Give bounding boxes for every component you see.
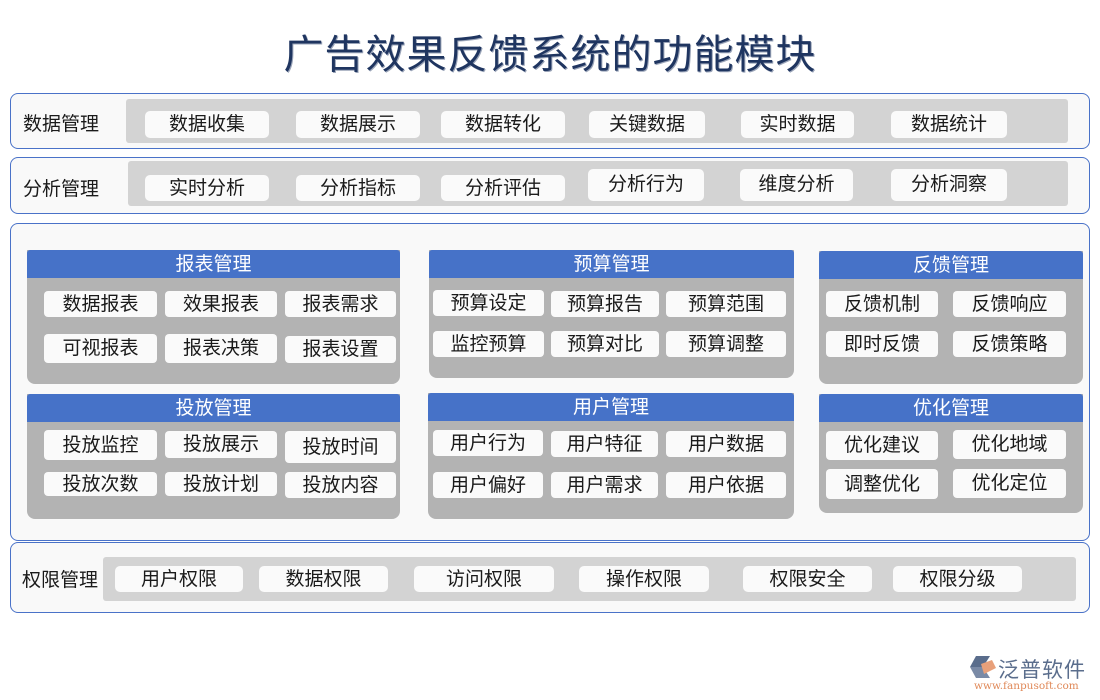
chip-budget-compare[interactable]: 预算对比 bbox=[551, 331, 659, 357]
chip-delivery-plan[interactable]: 投放计划 bbox=[165, 472, 277, 496]
chip-instant-feedback[interactable]: 即时反馈 bbox=[826, 331, 938, 357]
chip-delivery-time[interactable]: 投放时间 bbox=[285, 431, 396, 463]
chip-optimization-region[interactable]: 优化地域 bbox=[953, 430, 1066, 459]
chip-delivery-display[interactable]: 投放展示 bbox=[165, 431, 277, 458]
chip-operation-permission[interactable]: 操作权限 bbox=[579, 566, 709, 592]
logo-url: www.fanpusoft.com bbox=[974, 680, 1079, 692]
chip-access-permission[interactable]: 访问权限 bbox=[414, 566, 554, 592]
chip-delivery-count[interactable]: 投放次数 bbox=[44, 472, 157, 496]
logo-name: 泛普软件 bbox=[998, 658, 1086, 682]
chip-adjust-optimization[interactable]: 调整优化 bbox=[826, 469, 938, 499]
chip-analysis-metrics[interactable]: 分析指标 bbox=[296, 175, 420, 201]
chip-optimization-positioning[interactable]: 优化定位 bbox=[953, 469, 1066, 498]
chip-user-behavior[interactable]: 用户行为 bbox=[433, 430, 543, 456]
chip-budget-setting[interactable]: 预算设定 bbox=[433, 290, 544, 316]
module-user: 用户管理 用户行为 用户特征 用户数据 用户偏好 用户需求 用户依据 bbox=[428, 393, 794, 519]
chip-delivery-content[interactable]: 投放内容 bbox=[285, 472, 396, 498]
module-delivery: 投放管理 投放监控 投放展示 投放时间 投放次数 投放计划 投放内容 bbox=[27, 394, 400, 519]
chip-user-permission[interactable]: 用户权限 bbox=[115, 566, 243, 592]
chip-delivery-monitor[interactable]: 投放监控 bbox=[44, 430, 157, 460]
fanpu-logo-icon bbox=[970, 656, 996, 678]
chip-user-data[interactable]: 用户数据 bbox=[666, 431, 786, 457]
module-optimization-title: 优化管理 bbox=[819, 394, 1083, 422]
analysis-management-label: 分析管理 bbox=[23, 178, 100, 200]
module-budget-title: 预算管理 bbox=[429, 250, 794, 278]
data-management-strip: 数据收集 数据展示 数据转化 关键数据 实时数据 数据统计 bbox=[126, 99, 1068, 143]
chip-data-permission[interactable]: 数据权限 bbox=[259, 566, 388, 592]
chip-effect-report[interactable]: 效果报表 bbox=[165, 291, 277, 317]
module-user-title: 用户管理 bbox=[428, 393, 794, 421]
chip-budget-range[interactable]: 预算范围 bbox=[666, 291, 786, 317]
chip-data-statistics[interactable]: 数据统计 bbox=[891, 111, 1007, 138]
data-management-label: 数据管理 bbox=[23, 113, 100, 135]
module-delivery-title: 投放管理 bbox=[27, 394, 400, 422]
chip-feedback-strategy[interactable]: 反馈策略 bbox=[953, 331, 1066, 357]
chip-data-transform[interactable]: 数据转化 bbox=[441, 111, 565, 138]
chip-dimension-analysis[interactable]: 维度分析 bbox=[740, 169, 853, 201]
chip-optimization-suggestion[interactable]: 优化建议 bbox=[826, 431, 938, 460]
chip-report-requirement[interactable]: 报表需求 bbox=[285, 291, 396, 317]
permission-management-label: 权限管理 bbox=[22, 569, 99, 591]
chip-realtime-analysis[interactable]: 实时分析 bbox=[145, 175, 269, 201]
chip-report-decision[interactable]: 报表决策 bbox=[165, 334, 277, 363]
chip-permission-level[interactable]: 权限分级 bbox=[893, 566, 1022, 592]
chip-realtime-data[interactable]: 实时数据 bbox=[741, 111, 854, 138]
chip-analysis-behavior[interactable]: 分析行为 bbox=[588, 169, 704, 201]
chip-analysis-insight[interactable]: 分析洞察 bbox=[891, 169, 1007, 201]
chip-key-data[interactable]: 关键数据 bbox=[589, 111, 705, 138]
chip-user-features[interactable]: 用户特征 bbox=[551, 431, 658, 457]
chip-permission-security[interactable]: 权限安全 bbox=[743, 566, 872, 592]
permission-management-row: 权限管理 用户权限 数据权限 访问权限 操作权限 权限安全 权限分级 bbox=[10, 542, 1090, 613]
brand-logo: 泛普软件 www.fanpusoft.com bbox=[968, 654, 1093, 694]
data-management-row: 数据管理 数据收集 数据展示 数据转化 关键数据 实时数据 数据统计 bbox=[10, 93, 1090, 149]
module-report-title: 报表管理 bbox=[27, 250, 400, 278]
module-feedback-title: 反馈管理 bbox=[819, 251, 1083, 279]
chip-data-display[interactable]: 数据展示 bbox=[296, 111, 420, 138]
module-feedback: 反馈管理 反馈机制 反馈响应 即时反馈 反馈策略 bbox=[819, 251, 1083, 384]
chip-feedback-mechanism[interactable]: 反馈机制 bbox=[826, 291, 938, 317]
chip-data-collect[interactable]: 数据收集 bbox=[145, 111, 269, 138]
chip-analysis-evaluation[interactable]: 分析评估 bbox=[441, 175, 565, 201]
chip-budget-adjust[interactable]: 预算调整 bbox=[666, 331, 786, 357]
module-optimization: 优化管理 优化建议 优化地域 调整优化 优化定位 bbox=[819, 394, 1083, 513]
chip-budget-report[interactable]: 预算报告 bbox=[551, 291, 659, 317]
chip-visual-report[interactable]: 可视报表 bbox=[44, 334, 157, 363]
chip-data-report[interactable]: 数据报表 bbox=[44, 291, 157, 317]
chip-monitor-budget[interactable]: 监控预算 bbox=[433, 331, 544, 357]
chip-feedback-response[interactable]: 反馈响应 bbox=[953, 291, 1066, 317]
module-budget: 预算管理 预算设定 预算报告 预算范围 监控预算 预算对比 预算调整 bbox=[429, 250, 794, 378]
chip-user-preference[interactable]: 用户偏好 bbox=[433, 472, 543, 498]
chip-user-basis[interactable]: 用户依据 bbox=[666, 472, 786, 498]
analysis-management-row: 分析管理 实时分析 分析指标 分析评估 分析行为 维度分析 分析洞察 bbox=[10, 157, 1090, 214]
analysis-management-strip: 实时分析 分析指标 分析评估 分析行为 维度分析 分析洞察 bbox=[128, 161, 1068, 206]
page-title: 广告效果反馈系统的功能模块 bbox=[283, 32, 817, 78]
permission-management-strip: 用户权限 数据权限 访问权限 操作权限 权限安全 权限分级 bbox=[103, 557, 1076, 601]
module-report: 报表管理 数据报表 效果报表 报表需求 可视报表 报表决策 报表设置 bbox=[27, 250, 400, 384]
chip-user-needs[interactable]: 用户需求 bbox=[551, 472, 658, 498]
chip-report-settings[interactable]: 报表设置 bbox=[285, 336, 396, 363]
